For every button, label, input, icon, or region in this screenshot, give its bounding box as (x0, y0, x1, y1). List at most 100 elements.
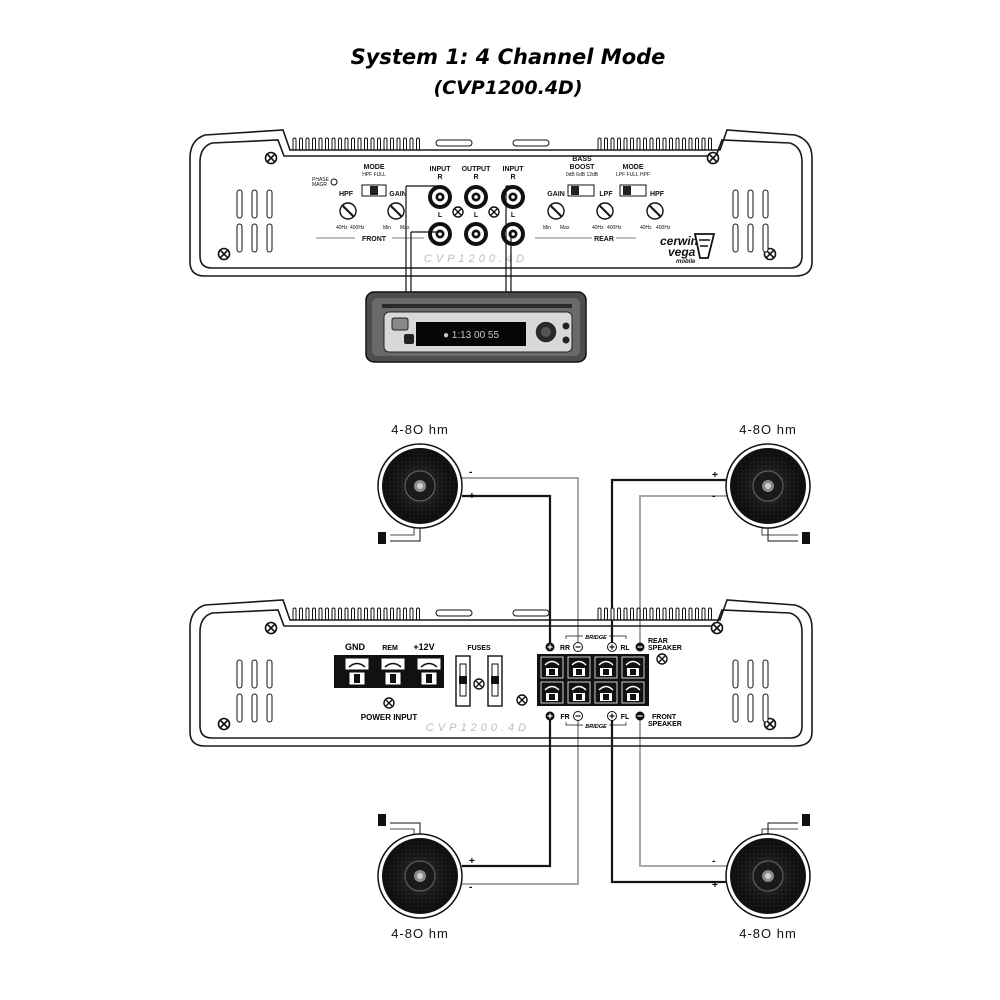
fin (688, 137, 693, 151)
fin (682, 137, 686, 151)
front-speaker-label-2: SPEAKER (648, 721, 682, 728)
power-terminal[interactable] (380, 657, 406, 686)
fin (338, 137, 342, 151)
fin (604, 607, 608, 621)
fin (669, 137, 673, 151)
rca-jack[interactable] (428, 185, 452, 209)
power-terminal[interactable] (344, 657, 370, 686)
svg-text:mobile: mobile (676, 259, 696, 265)
rear-bass-boost-switch[interactable] (567, 184, 595, 197)
front-mode-options: HPF FULL (362, 172, 386, 178)
speaker-tl-impedance: 4-8O hm (391, 422, 449, 437)
ch-l-label: L (438, 212, 443, 219)
fin (604, 137, 608, 151)
rear-speaker-label: REAR (648, 638, 668, 645)
speaker-terminal[interactable] (567, 656, 591, 679)
rca-cables (405, 185, 513, 295)
vent-slot (762, 693, 769, 723)
minus-terminal-icon (635, 642, 645, 652)
output-label: OUTPUT (462, 166, 492, 173)
speaker-terminal[interactable] (594, 656, 618, 679)
head-unit-button[interactable] (561, 335, 571, 345)
fin (318, 607, 323, 621)
fin (617, 607, 621, 621)
rca-jack[interactable] (501, 185, 525, 209)
rear-bass-boost-options: 0dB 6dB 12dB (566, 172, 599, 178)
fin (403, 607, 407, 621)
rear-section-label: REAR (594, 236, 614, 243)
head-unit-power-button[interactable] (404, 334, 414, 344)
vent-slot (732, 189, 739, 219)
head-unit: ● 1:13 00 55 (365, 291, 587, 363)
vent-slot (732, 659, 739, 689)
polarity-minus: - (469, 882, 472, 893)
fin (338, 607, 342, 621)
rear-hpf-knob[interactable] (646, 202, 664, 220)
speaker-icon (725, 443, 811, 544)
screw-icon (264, 151, 278, 165)
rca-jack[interactable] (464, 222, 488, 246)
power-terminal[interactable] (416, 657, 442, 686)
rear-mode-switch[interactable] (619, 184, 647, 197)
phase-led (330, 178, 338, 186)
screw-icon (710, 621, 724, 635)
phase-label-2: MAGR (312, 182, 327, 188)
screw-icon (217, 247, 231, 261)
ch-r-label: R (473, 174, 478, 181)
amplifier-top: PHASE MAGR MODE HPF FULL HPF GAIN 40Hz 4… (189, 129, 813, 277)
head-unit-button[interactable] (561, 321, 571, 331)
speaker-terminals (540, 656, 645, 704)
fin (331, 607, 336, 621)
fin (708, 137, 712, 151)
minus-terminal-icon (573, 642, 583, 652)
vent-slots-left (236, 189, 273, 253)
front-section-label: FRONT (362, 236, 387, 243)
fin (597, 137, 602, 151)
fin (370, 137, 375, 151)
fin (610, 607, 615, 621)
bridge-label-bottom: BRIDGE (585, 724, 607, 730)
rca-jack[interactable] (464, 185, 488, 209)
rca-jack[interactable] (428, 222, 452, 246)
vent-slot (747, 223, 754, 253)
ch-r-label: R (437, 174, 442, 181)
minus-terminal-icon (635, 711, 645, 721)
rear-lpf-knob[interactable] (596, 202, 614, 220)
fin (630, 607, 634, 621)
fin (656, 137, 660, 151)
rear-gain-knob[interactable] (547, 202, 565, 220)
fin (351, 607, 355, 621)
speaker-terminal[interactable] (540, 681, 564, 704)
speaker-terminal[interactable] (540, 656, 564, 679)
fin (695, 607, 699, 621)
rear-bass-boost-label-2: BOOST (570, 164, 596, 171)
fin (649, 137, 654, 151)
fin (409, 137, 414, 151)
fin (325, 607, 329, 621)
rca-jack[interactable] (501, 222, 525, 246)
fuse[interactable] (455, 655, 471, 707)
fin (390, 607, 394, 621)
front-gain-knob[interactable] (387, 202, 405, 220)
fin (701, 137, 706, 151)
screw-icon (264, 621, 278, 635)
front-hpf-knob[interactable] (339, 202, 357, 220)
fin (662, 137, 667, 151)
fin (617, 137, 621, 151)
rear-gain-max: Max (560, 225, 570, 231)
speaker-terminal[interactable] (621, 656, 645, 679)
vent-slot (747, 659, 754, 689)
fin (370, 607, 375, 621)
vent-slots-right (732, 189, 769, 253)
heatsink-fins-top (292, 137, 712, 151)
fuse[interactable] (487, 655, 503, 707)
fin (656, 607, 660, 621)
head-unit-display (416, 322, 526, 346)
polarity-plus: + (712, 470, 718, 481)
speaker-terminal[interactable] (567, 681, 591, 704)
input-rear-label: INPUT (503, 166, 525, 173)
ch-r-label: R (510, 174, 515, 181)
speaker-terminal[interactable] (594, 681, 618, 704)
polarity-minus: - (712, 856, 715, 867)
speaker-terminal[interactable] (621, 681, 645, 704)
